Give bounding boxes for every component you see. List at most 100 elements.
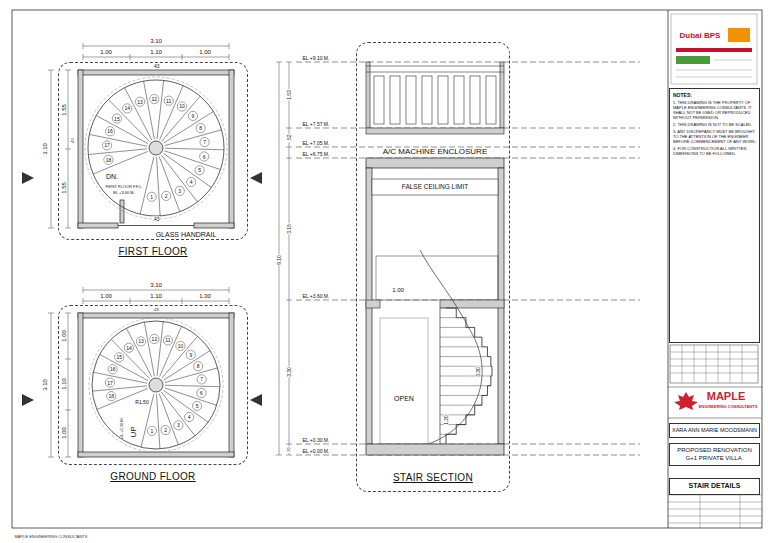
step-number: 12: [151, 336, 158, 341]
spiral-stair: [89, 318, 223, 452]
note-text: 3. ANY DISCREPANCY MUST BE BROUGHT TO TH…: [673, 129, 756, 144]
stair-tread: [440, 366, 491, 367]
elevation-label: EL +9.10 M.: [302, 56, 330, 61]
tread-line: [89, 134, 147, 146]
dimension-text: .52: [287, 134, 292, 142]
stair-profile: [446, 308, 492, 444]
spiral-stair: [85, 77, 227, 219]
step-circle: [188, 111, 197, 120]
louver: [454, 76, 464, 124]
tread-line: [157, 80, 164, 139]
dimension-text: 1.10: [61, 378, 67, 391]
step-circle: [164, 96, 173, 105]
step-number: 10: [177, 343, 184, 348]
stair-tread: [440, 317, 456, 318]
section-mark: [22, 394, 34, 406]
slab: [366, 128, 504, 134]
section-stair: [440, 308, 492, 444]
tread-line: [165, 385, 220, 386]
plan-note: EL +0.30 M.: [120, 417, 124, 440]
plan-note: UP: [130, 426, 138, 438]
step-circle: [161, 425, 170, 434]
dimension-text: 3.10: [42, 379, 48, 392]
logo-emblem: [728, 28, 750, 42]
plan-panel: GROUND FLOOR: [58, 305, 248, 465]
wall: [229, 70, 234, 228]
step-number: 1: [150, 194, 154, 199]
step-number: 17: [104, 143, 111, 148]
step-circle: [124, 343, 133, 352]
glass-handrail: [376, 256, 498, 300]
dimension-text: 3.30: [476, 367, 481, 378]
view-title: STAIR SECTION: [393, 472, 473, 483]
dimension-line: [83, 43, 229, 60]
step-number: 5: [198, 168, 202, 173]
step-circle: [135, 97, 144, 106]
wall: [78, 223, 118, 228]
client-box: XARA ANN MARIE MOODSMANN: [669, 423, 760, 438]
plan-note: GLASS HANDRAIL: [155, 231, 217, 238]
louver: [406, 76, 416, 124]
dimension-text: 3.30: [287, 367, 292, 378]
stair-tread: [440, 395, 487, 396]
step-circle: [136, 337, 145, 346]
dimension-line: [48, 70, 71, 228]
dimension-text: 3.10: [42, 143, 48, 156]
tread-line: [144, 81, 155, 139]
dimension-text: .43: [152, 64, 160, 69]
dimension-text: 3.10: [150, 38, 163, 44]
step-number: 18: [105, 157, 112, 162]
stair-column: [149, 141, 163, 155]
step-number: 10: [179, 104, 186, 109]
tread-line: [162, 336, 198, 378]
wall: [78, 70, 83, 228]
step-number: 4: [189, 180, 193, 185]
logo-bar: [676, 48, 752, 52]
project-title: PROPOSED RENOVATION G+1 PRIVATE VILLA.: [672, 447, 757, 461]
step-number: 6: [202, 154, 206, 159]
tread-line: [160, 326, 182, 376]
step-number: 9: [191, 113, 195, 118]
tread-line: [165, 148, 224, 150]
stair-column: [149, 378, 163, 392]
step-number: 2: [164, 193, 168, 198]
step-circle: [105, 378, 114, 387]
section-panel: STAIR SECTION: [356, 42, 510, 492]
logo-box: [671, 14, 757, 84]
tread-line: [159, 393, 178, 445]
tread-line: [93, 151, 148, 174]
elevation-label: EL +6.75 M.: [302, 152, 330, 157]
stair-tread: [440, 327, 466, 328]
wall: [78, 452, 234, 457]
dimension-text: 1.00: [100, 49, 113, 55]
project-box: PROPOSED RENOVATION G+1 PRIVATE VILLA.: [669, 443, 760, 466]
step-number: 2: [164, 428, 168, 433]
dimension-text: 1.00: [199, 49, 212, 55]
title-rule: [668, 418, 762, 419]
slab: [440, 300, 504, 308]
first-floor-walls: [78, 70, 234, 228]
step-number: 4: [187, 415, 191, 420]
step-circle: [197, 388, 206, 397]
step-circle: [200, 137, 209, 146]
tread-line: [92, 386, 147, 391]
view-title: FIRST FLOOR: [118, 246, 187, 257]
stair-tread: [440, 337, 475, 338]
step-number: 18: [108, 394, 115, 399]
dimension-line: [48, 313, 71, 457]
louver: [486, 76, 496, 124]
step-circle: [123, 104, 132, 113]
step-circle: [112, 114, 121, 123]
dimension-text: 1.10: [150, 293, 163, 299]
tread-line: [165, 130, 222, 146]
stair-tread: [440, 346, 482, 347]
step-number: 11: [165, 338, 171, 343]
tread-line: [161, 392, 194, 436]
stair-tread: [440, 308, 446, 309]
step-circle: [193, 362, 202, 371]
note-text: 1. THIS DRAWING IS THE PROPERTY OF MAPLE…: [673, 100, 756, 120]
dimension-text: 1.00: [392, 287, 405, 293]
tread-line: [157, 321, 163, 376]
plan-note: EL +3.60 M.: [113, 191, 136, 195]
section-note: A/C MACHINE ENCLOSURE: [382, 148, 487, 156]
